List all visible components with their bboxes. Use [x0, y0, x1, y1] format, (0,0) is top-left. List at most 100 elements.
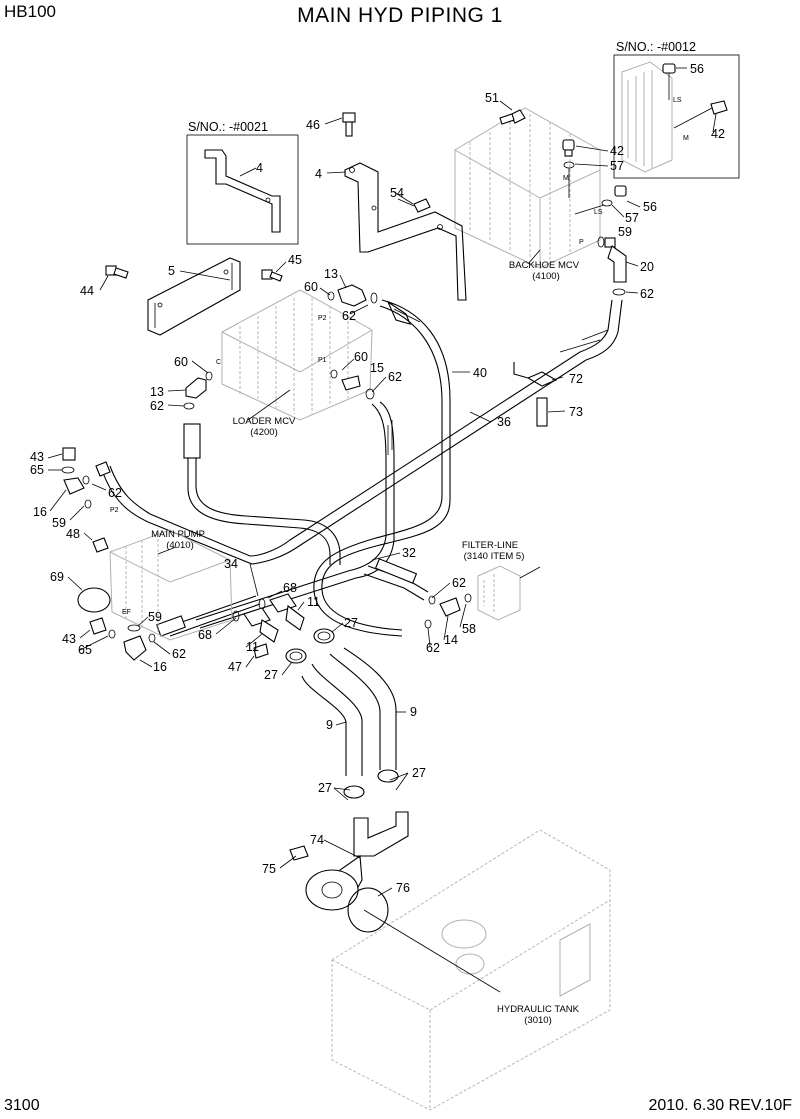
part-label-56-inset: 56	[690, 62, 704, 76]
part-label-59-upper: 59	[618, 225, 632, 239]
part-label-32: 32	[402, 546, 416, 560]
part-label-13-upper: 13	[324, 267, 338, 281]
part-label-62-pump-upper: 62	[108, 486, 122, 500]
part-label-60-upper: 60	[304, 280, 318, 294]
part-label-62-loader-upper: 62	[342, 309, 356, 323]
part-label-46: 46	[306, 118, 320, 132]
port-m-inset: M	[683, 135, 689, 142]
part-label-73: 73	[569, 405, 583, 419]
page-number: 3100	[4, 1097, 40, 1114]
part-label-69: 69	[50, 570, 64, 584]
port-ls: LS	[594, 209, 603, 216]
hose-34	[156, 595, 261, 637]
part-label-47: 47	[228, 660, 242, 674]
inset-box-right	[613, 54, 740, 179]
part-label-62-backhoe: 62	[640, 287, 654, 301]
caption-sno-left: S/NO.: -#0021	[188, 120, 268, 134]
part-labels: 51 46 4 4 54 42 57 56 57 59 20 62 56 42 …	[30, 62, 725, 895]
part-label-74: 74	[310, 833, 324, 847]
bolt-75	[289, 845, 309, 861]
part-label-48: 48	[66, 527, 80, 541]
clamp-27-low	[343, 769, 399, 799]
part-label-60-left: 60	[174, 355, 188, 369]
caption-filter-line: FILTER-LINE	[462, 540, 518, 551]
bracket-72	[513, 362, 558, 387]
part-label-59-lower: 59	[148, 610, 162, 624]
valve-inset-right	[621, 61, 728, 173]
port-p: P	[579, 239, 584, 246]
part-label-14: 14	[444, 633, 458, 647]
caption-hydraulic-tank: HYDRAULIC TANK	[497, 1004, 580, 1015]
part-label-27-right: 27	[412, 766, 426, 780]
bolt-46	[342, 112, 356, 137]
part-label-75: 75	[262, 862, 276, 876]
part-label-58: 58	[462, 622, 476, 636]
part-label-20: 20	[640, 260, 654, 274]
o-ring-69	[77, 587, 111, 613]
caption-main-pump: MAIN PUMP	[151, 529, 205, 540]
plug-56-57	[574, 185, 627, 215]
caption-loader-mcv-ref: (4200)	[250, 427, 277, 438]
part-label-68-lower: 68	[198, 628, 212, 642]
leader-lines	[47, 67, 717, 993]
fitting-13-lower	[183, 371, 213, 410]
bracket-4	[344, 162, 467, 301]
tube-9-right	[329, 647, 397, 770]
part-label-16-lower: 16	[153, 660, 167, 674]
part-label-16-upper: 16	[33, 505, 47, 519]
revision-date: 2010. 6.30 REV.10F	[648, 1097, 792, 1114]
caption-backhoe-mcv: BACKHOE MCV	[509, 260, 580, 271]
caption-loader-mcv: LOADER MCV	[233, 416, 296, 427]
part-label-43-lower: 43	[62, 632, 76, 646]
backhoe-mcv	[454, 107, 601, 269]
filter-line	[477, 565, 521, 621]
seal-59-lower	[127, 624, 141, 632]
part-label-9-right: 9	[410, 705, 417, 719]
part-label-42: 42	[610, 144, 624, 158]
hydraulic-tank	[331, 829, 611, 1111]
part-label-62-loader-mid: 62	[388, 370, 402, 384]
part-label-4-inset: 4	[256, 161, 263, 175]
part-label-68-upper: 68	[283, 581, 297, 595]
part-label-62-filter-lower: 62	[426, 641, 440, 655]
part-label-36: 36	[497, 415, 511, 429]
part-label-65-upper: 65	[30, 463, 44, 477]
part-label-62-loader-lower: 62	[150, 399, 164, 413]
part-label-57-upper: 57	[610, 159, 624, 173]
pipe-36	[101, 299, 623, 565]
tube-9-left	[301, 663, 363, 776]
caption-backhoe-mcv-ref: (4100)	[532, 271, 559, 282]
part-label-5: 5	[168, 264, 175, 278]
part-label-42-inset: 42	[711, 127, 725, 141]
part-label-4: 4	[315, 167, 322, 181]
bracket-inset-left	[204, 149, 281, 233]
part-label-62-filter-upper: 62	[452, 576, 466, 590]
bolt-73	[536, 397, 548, 427]
part-label-43-upper: 43	[30, 450, 44, 464]
part-label-27-mid: 27	[264, 668, 278, 682]
part-label-15: 15	[370, 361, 384, 375]
flange-11-upper	[258, 593, 305, 631]
part-label-44: 44	[80, 284, 94, 298]
caption-sno-right: S/NO.: -#0012	[616, 40, 696, 54]
bolt-48	[92, 537, 109, 553]
bolt-45	[261, 269, 283, 282]
inset-box-left	[186, 134, 299, 245]
part-label-76: 76	[396, 881, 410, 895]
gasket-76	[347, 887, 389, 933]
fitting-14	[424, 593, 472, 629]
caption-main-pump-ref: (4010)	[166, 540, 193, 551]
caption-hydraulic-tank-ref: (3010)	[524, 1015, 551, 1026]
part-label-45: 45	[288, 253, 302, 267]
main-pump	[109, 529, 233, 641]
part-label-54: 54	[390, 186, 404, 200]
suction-pipe-74	[305, 811, 409, 911]
port-c-loader: C	[216, 359, 221, 366]
hose-loader-left	[183, 423, 341, 565]
model-code: HB100	[4, 2, 56, 21]
clamp-27-mid	[285, 648, 307, 664]
flange-11-lower	[232, 607, 279, 643]
part-label-65-lower: 65	[78, 643, 92, 657]
part-label-59-pump: 59	[52, 516, 66, 530]
part-label-11-lower: 11	[246, 640, 259, 654]
